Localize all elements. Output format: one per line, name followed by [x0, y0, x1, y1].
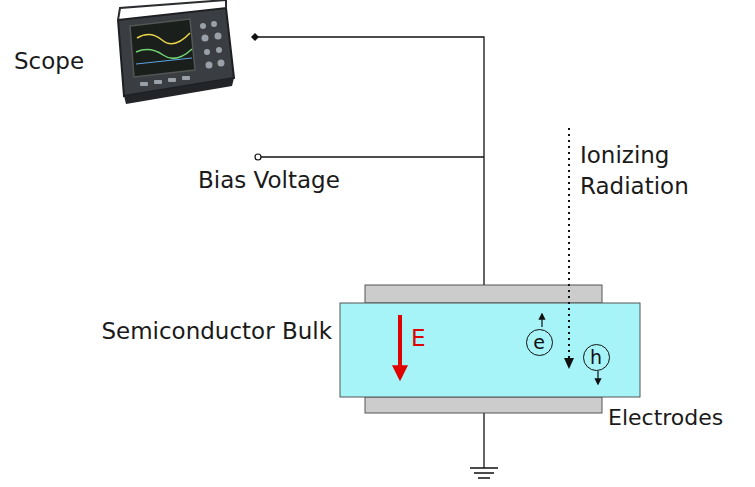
field-arrow: [398, 315, 402, 378]
oscilloscope: [118, 0, 234, 104]
part-label: Semiconductor Bulk: [100, 316, 332, 347]
hole-circle: h: [583, 344, 610, 371]
carrier-symbol: e: [533, 333, 545, 352]
top-electrode: [365, 285, 602, 303]
radiation-head: [564, 358, 574, 369]
bottom-electrode: [365, 397, 602, 413]
electron-drift: [541, 314, 542, 327]
semiconductor-bulk: [340, 303, 640, 397]
field-label: E: [411, 323, 451, 354]
scope-terminal: [251, 33, 259, 41]
electron-circle: e: [526, 329, 553, 356]
radiation-label: Ionizing Radiation: [580, 140, 740, 202]
carrier-symbol: h: [590, 348, 602, 367]
radiation-path: [568, 128, 570, 362]
terminal-label: Bias Voltage: [198, 165, 398, 196]
device-label: Scope: [14, 46, 134, 77]
hole-drift: [597, 371, 598, 384]
part-label: Electrodes: [608, 403, 753, 433]
bias-terminal: [255, 154, 261, 160]
